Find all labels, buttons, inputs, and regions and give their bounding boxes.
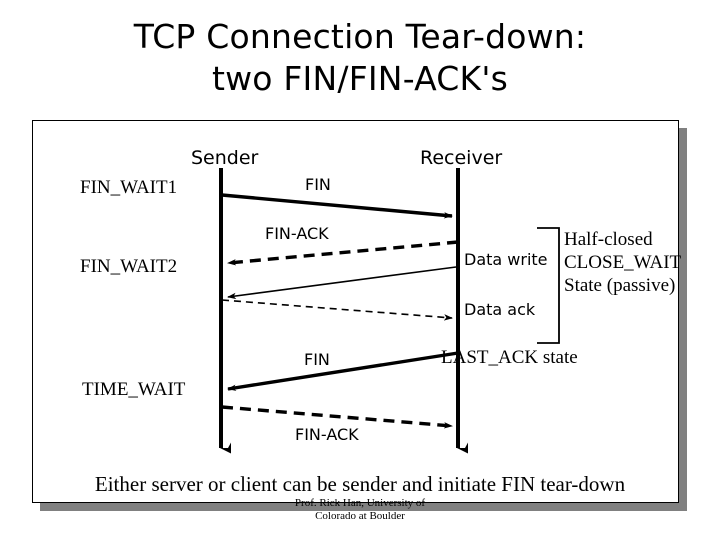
message-label-fin-ack-1: FIN-ACK	[265, 224, 329, 243]
message-label-data-write: Data write	[464, 250, 548, 269]
sequence-diagram: Sender Receiver FIN_WAIT1 FIN_WAIT2 TIME…	[32, 120, 682, 504]
state-label-last-ack: LAST_ACK state	[441, 347, 578, 368]
slide-footer-attribution: Prof. Rick Han, University of Colorado a…	[294, 497, 426, 522]
content-box	[32, 120, 679, 503]
annotation-half-closed: Half-closed	[564, 229, 653, 250]
message-label-fin-2: FIN	[304, 350, 330, 369]
diagram-vector-layer	[219, 168, 560, 454]
message-label-fin-1: FIN	[305, 175, 331, 194]
arrow-data-write	[227, 266, 457, 300]
message-label-fin-ack-2: FIN-ACK	[295, 425, 359, 444]
annotation-close-wait: CLOSE_WAIT	[564, 252, 682, 273]
sender-column-header: Sender	[191, 147, 259, 169]
page-title: TCP Connection Tear-down: two FIN/FIN-AC…	[133, 17, 587, 98]
state-label-fin-wait2: FIN_WAIT2	[80, 256, 178, 277]
arrow-fin-ack-2	[221, 405, 453, 429]
receiver-column-header: Receiver	[420, 147, 503, 169]
half-closed-bracket	[537, 227, 560, 344]
arrow-data-ack	[221, 299, 453, 321]
arrow-fin-2	[227, 351, 459, 391]
arrow-fin-ack-1	[227, 240, 459, 266]
arrow-fin-1	[221, 193, 453, 219]
state-label-time-wait: TIME_WAIT	[82, 379, 186, 400]
state-label-fin-wait1: FIN_WAIT1	[80, 177, 178, 198]
message-label-data-ack: Data ack	[464, 300, 536, 319]
annotation-state-passive: State (passive)	[564, 275, 676, 296]
slide-caption: Either server or client can be sender an…	[94, 472, 626, 496]
